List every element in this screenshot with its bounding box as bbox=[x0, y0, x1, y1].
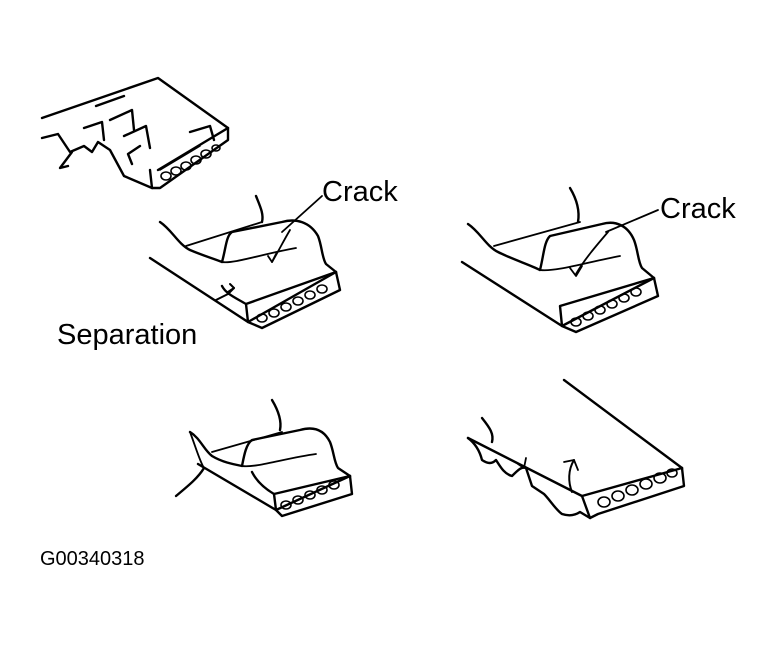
figure-code: G00340318 bbox=[40, 548, 145, 570]
belt-tooth-crack bbox=[460, 186, 660, 334]
crack-label-right: Crack bbox=[660, 193, 736, 225]
belt-worn-teeth bbox=[466, 378, 686, 520]
separation-label: Separation bbox=[57, 319, 198, 351]
belt-worn-teeth-cords bbox=[597, 468, 678, 508]
belt-side-wear bbox=[174, 398, 354, 518]
belt-back-cracks-cords bbox=[160, 144, 221, 181]
belt-back-cracks bbox=[40, 76, 230, 190]
crack-label-left: Crack bbox=[322, 176, 398, 208]
belt-side-wear-cords bbox=[280, 480, 340, 510]
belt-tooth-crack-separation bbox=[148, 194, 342, 330]
belt-tooth-crack-separation-cords bbox=[256, 284, 328, 323]
belt-tooth-crack-cords bbox=[570, 287, 642, 327]
